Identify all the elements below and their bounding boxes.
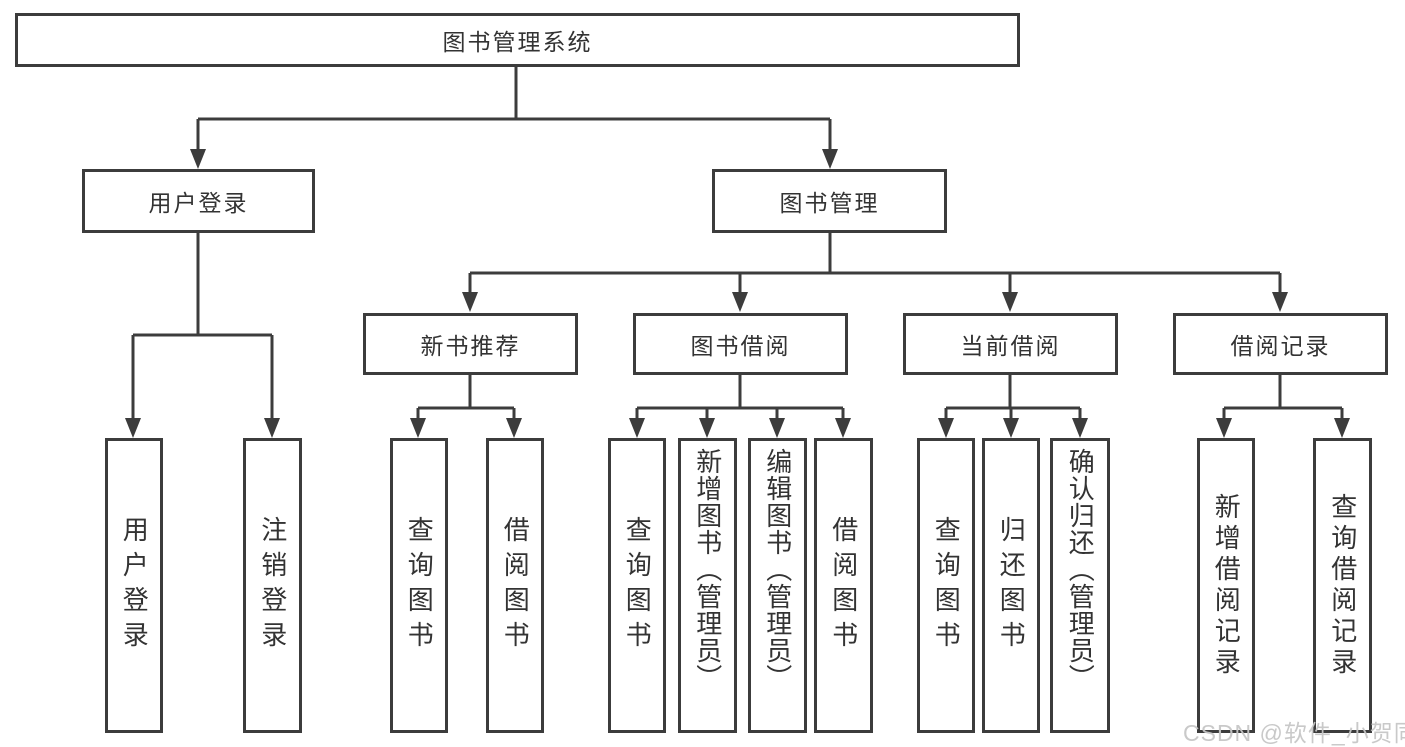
arrowheads [125,149,1350,438]
node-current-borrowing: 当前借阅 [903,313,1118,375]
leaf-label: 注销登录 [257,515,288,656]
leaf-label: 查询借阅记录 [1327,492,1358,679]
node-library-management-system: 图书管理系统 [15,13,1020,67]
node-new-book-recommend: 新书推荐 [363,313,578,375]
leaf-borrow-books-2: 借阅图书 [814,438,873,733]
node-label: 新书推荐 [420,333,521,359]
leaf-label: 归还图书 [996,515,1027,656]
leaf-user-login: 用户登录 [105,438,163,733]
leaf-label: 查询图书 [622,515,653,656]
leaf-return-books: 归还图书 [982,438,1040,733]
node-user-login: 用户登录 [82,169,315,233]
leaf-label: 编辑图书（管理员） [762,448,793,691]
leaf-add-borrow-record: 新增借阅记录 [1197,438,1255,733]
node-label: 借阅记录 [1230,333,1331,359]
leaf-label: 借阅图书 [500,515,531,656]
leaf-label: 查询图书 [404,515,435,656]
leaf-borrow-books-1: 借阅图书 [486,438,544,733]
leaf-query-books-3: 查询图书 [917,438,975,733]
leaf-add-book-admin: 新增图书（管理员） [678,438,737,733]
node-book-borrowing: 图书借阅 [633,313,848,375]
node-label: 图书管理 [779,190,880,216]
leaf-logout: 注销登录 [243,438,302,733]
leaf-edit-book-admin: 编辑图书（管理员） [748,438,807,733]
csdn-watermark: CSDN @软件_小贺同学 [1183,720,1405,746]
leaf-label: 查询图书 [931,515,962,656]
leaf-label: 新增图书（管理员） [692,448,723,691]
node-label: 图书管理系统 [442,29,593,55]
node-book-management: 图书管理 [712,169,947,233]
node-label: 图书借阅 [690,333,791,359]
leaf-label: 借阅图书 [828,515,859,656]
leaf-query-books-2: 查询图书 [608,438,666,733]
leaf-query-borrow-record: 查询借阅记录 [1313,438,1372,733]
node-borrowing-records: 借阅记录 [1173,313,1388,375]
leaf-label: 用户登录 [119,515,150,656]
leaf-label: 确认归还（管理员） [1065,448,1096,691]
leaf-query-books-1: 查询图书 [390,438,448,733]
node-label: 用户登录 [148,190,249,216]
node-label: 当前借阅 [960,333,1061,359]
leaf-label: 新增借阅记录 [1211,492,1242,679]
leaf-confirm-return-admin: 确认归还（管理员） [1050,438,1110,733]
